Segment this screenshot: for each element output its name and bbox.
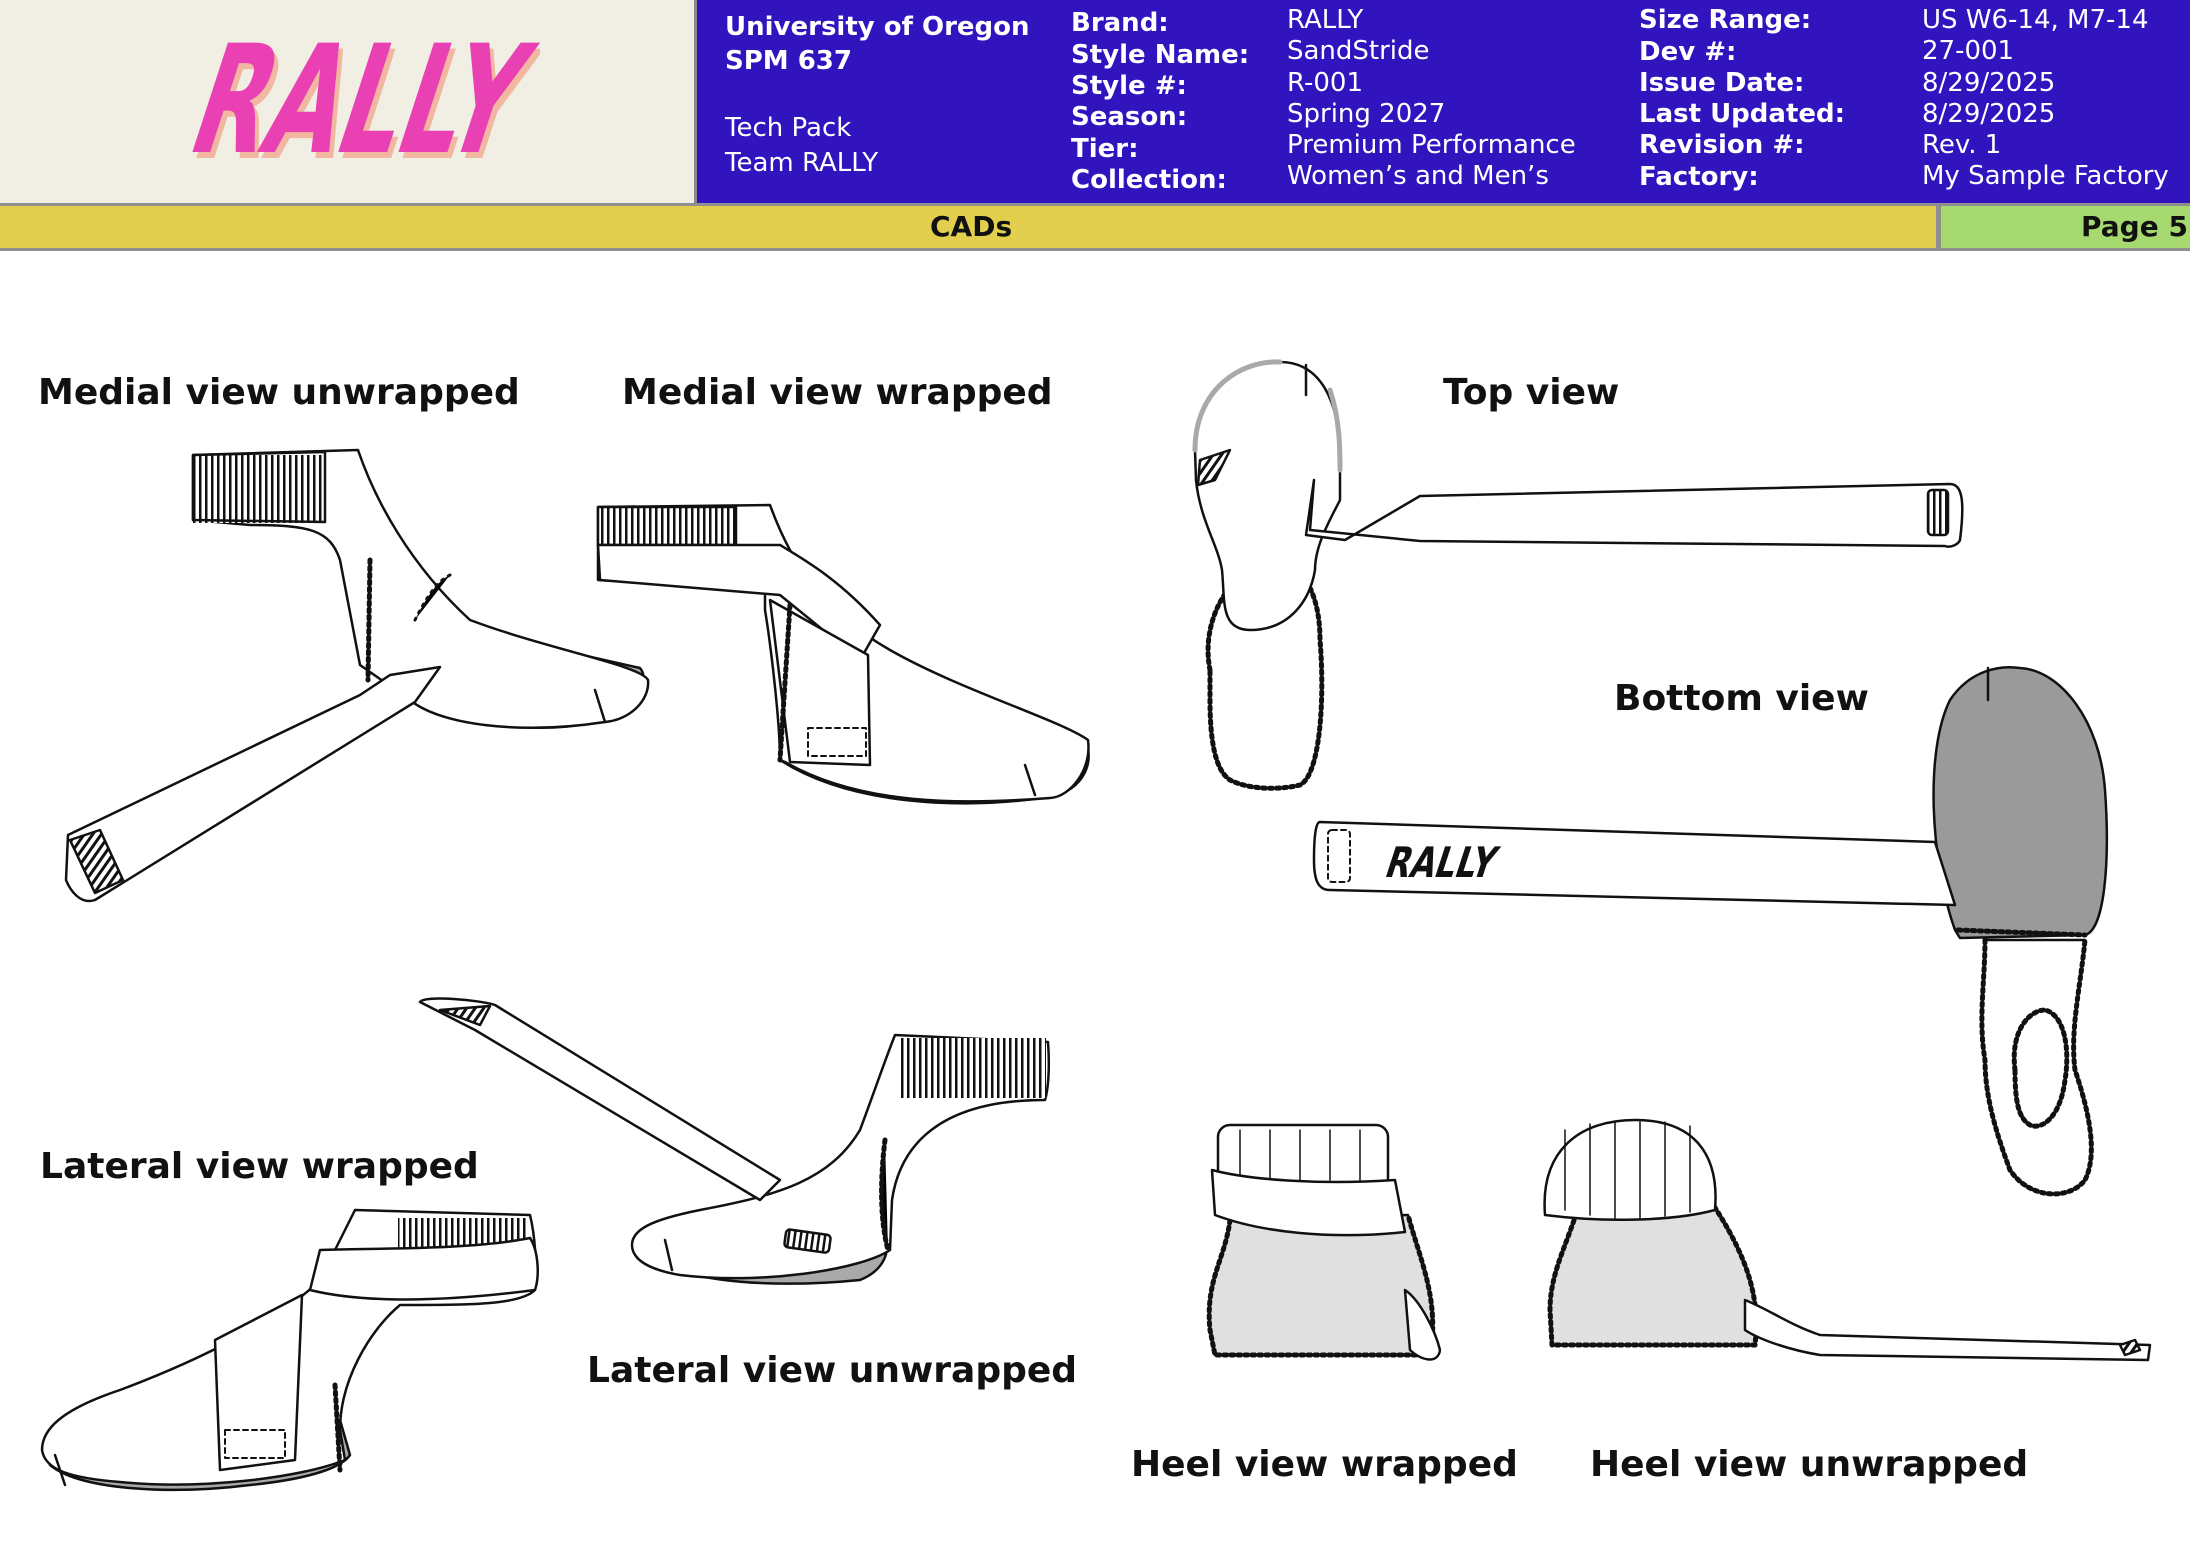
label-medial-unwrapped: Medial view unwrapped	[38, 372, 520, 413]
size-range-label: Size Range:	[1639, 5, 1812, 35]
brand-label: Brand:	[1071, 8, 1169, 38]
rally-logo: RALLY RALLY	[172, 28, 540, 173]
label-bottom-view: Bottom view	[1614, 678, 1869, 719]
brand-value: RALLY	[1287, 5, 1364, 35]
top-view-drawing	[1192, 359, 1964, 791]
style-no-label: Style #:	[1071, 71, 1187, 101]
section-title: CADs	[930, 210, 1013, 243]
svg-text:RALLY: RALLY	[172, 28, 540, 173]
last-updated-label: Last Updated:	[1639, 99, 1846, 129]
label-lateral-unwrapped: Lateral view unwrapped	[587, 1350, 1078, 1391]
doc-type: Tech Pack	[725, 113, 852, 143]
label-lateral-wrapped: Lateral view wrapped	[40, 1146, 479, 1187]
school-name: University of Oregon	[725, 12, 1030, 42]
revision-label: Revision #:	[1639, 130, 1805, 160]
style-no-value: R-001	[1287, 68, 1364, 98]
last-updated-value: 8/29/2025	[1922, 99, 2056, 129]
strap-logo: RALLY	[1380, 839, 1504, 888]
factory-value: My Sample Factory	[1922, 161, 2169, 191]
tier-label: Tier:	[1071, 134, 1139, 164]
heel-unwrapped-drawing	[1543, 1118, 2152, 1362]
page-number: Page 5	[2081, 210, 2188, 243]
issue-date-value: 8/29/2025	[1922, 68, 2056, 98]
dev-value: 27-001	[1922, 36, 2015, 66]
style-name-value: SandStride	[1287, 36, 1430, 66]
label-medial-wrapped: Medial view wrapped	[622, 372, 1053, 413]
factory-label: Factory:	[1639, 162, 1759, 192]
label-heel-wrapped: Heel view wrapped	[1131, 1444, 1518, 1485]
lateral-wrapped-drawing	[40, 1208, 539, 1492]
dev-label: Dev #:	[1639, 37, 1737, 67]
team-name: Team RALLY	[725, 148, 879, 178]
collection-label: Collection:	[1071, 165, 1227, 195]
style-name-label: Style Name:	[1071, 40, 1250, 70]
tier-value: Premium Performance	[1287, 130, 1576, 160]
collection-value: Women’s and Men’s	[1287, 161, 1549, 191]
season-label: Season:	[1071, 102, 1188, 132]
label-heel-unwrapped: Heel view unwrapped	[1590, 1444, 2029, 1485]
size-range-value: US W6-14, M7-14	[1922, 5, 2149, 35]
medial-wrapped-drawing	[596, 503, 1090, 805]
course-code: SPM 637	[725, 46, 852, 76]
medial-unwrapped-drawing	[64, 448, 650, 903]
heel-wrapped-drawing	[1206, 1123, 1442, 1361]
season-value: Spring 2027	[1287, 99, 1446, 129]
logo-panel: RALLY RALLY	[0, 0, 697, 203]
page-number-bar: Page 5	[1941, 206, 2190, 248]
label-top-view: Top view	[1443, 372, 1620, 413]
section-title-bar: CADs	[0, 206, 1936, 248]
bottom-view-drawing: RALLY	[1312, 666, 2109, 1197]
header-panel: University of Oregon SPM 637 Tech Pack T…	[697, 0, 2190, 203]
lateral-unwrapped-drawing	[418, 997, 1051, 1285]
issue-date-label: Issue Date:	[1639, 68, 1805, 98]
svg-text:RALLY: RALLY	[176, 28, 540, 173]
revision-value: Rev. 1	[1922, 130, 2002, 160]
